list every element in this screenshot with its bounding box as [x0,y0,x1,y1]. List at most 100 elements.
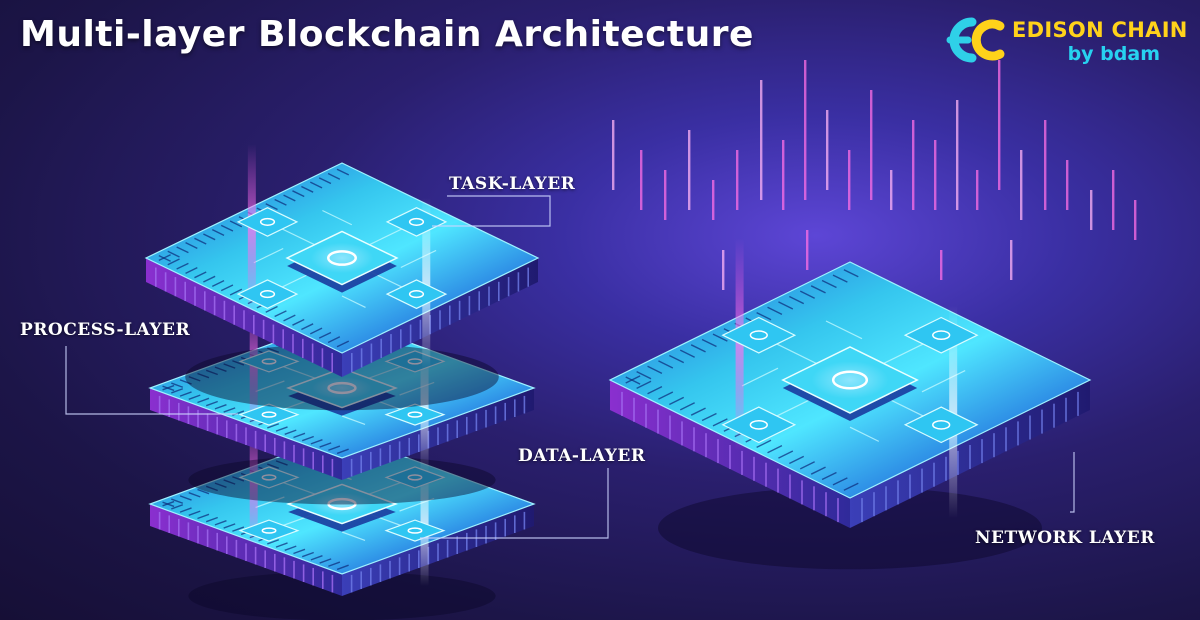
chip-edge-tick [232,476,245,482]
light-streak [722,250,725,290]
chip-edge-tick [232,526,245,532]
chip-edge-tick [229,288,243,296]
light-streak [1066,160,1069,210]
chip-edge-tick [293,432,306,439]
edison-chain-logo: EDISON CHAIN by bdam [938,12,1187,70]
chip-edge-tick [162,500,175,507]
light-streak [912,120,915,210]
chip-edge-tick [197,397,210,404]
light-streak [804,60,807,200]
ec-logo-icon [946,17,1005,63]
chip-edge-tick [301,185,314,193]
chip-edge-tick [197,488,210,495]
chip-edge-tick [843,269,859,278]
chip-edge-tick [625,376,641,385]
chip-edge-tick [789,295,805,305]
processor-ring [327,497,357,511]
chip-edge-tick [283,314,296,322]
chip-edge-tick [205,400,218,407]
chip-edge-tick [267,347,280,353]
chip-edge-tick [167,258,180,266]
chip-edge-tick [310,439,323,445]
chip-edge-tick [658,360,674,369]
chip-edge-tick [625,375,641,384]
light-beam [735,238,744,451]
chip-edge-tick [778,450,794,459]
circuit-trace [253,247,284,264]
chip-edge-tick [188,492,201,498]
light-streak [1112,170,1115,230]
chip-edge-tick [171,504,184,510]
light-streak [976,170,979,210]
satellite-chip [721,316,797,354]
chip-edge-tick [832,477,848,486]
chip-edge-tick [767,445,783,454]
process-layer-leader-line [65,346,238,415]
chip-edge-tick [319,442,332,448]
chip-edge-tick [179,507,192,513]
chip-edge-tick [756,312,772,321]
chip-edge-tick [179,379,192,385]
satellite-ring [259,217,276,226]
light-streak [806,230,809,270]
chip-edge-tick [171,382,184,388]
chip-edge-tick [669,396,685,406]
chip-edge-tick [197,372,210,379]
chip-edge-tick [310,555,323,561]
chip-edge-tick [158,254,171,262]
chip-edge-tick [679,349,695,358]
chip-edge-tick [293,548,306,555]
task-layer-chip [144,144,540,411]
chip-edge-tick [176,262,189,270]
processor-ring [327,381,357,395]
chip-edge-tick [336,564,349,571]
circuit-trace [825,320,863,340]
page-title: Multi-layer Blockchain Architecture [20,14,754,55]
chip-edge-tick [274,310,287,318]
satellite-ring [407,527,423,534]
chip-edge-tick [214,404,227,410]
chip-edge-tick [223,407,236,413]
chip-edge-tick [194,271,207,279]
chip-edge-tick [778,301,794,310]
light-streak [1044,120,1047,210]
chip-edge-tick [214,520,227,526]
satellite-chip [384,519,446,542]
chip-edge-tick [267,423,280,429]
chip-edge-tick [214,366,227,372]
satellite-chip [721,406,797,444]
light-streak [1134,200,1137,240]
satellite-ring [259,290,276,299]
light-beam [422,198,431,370]
light-streak [664,170,667,220]
chip-edge-tick [188,394,201,400]
chip-edge-tick [679,402,695,411]
processor-ring [327,250,357,266]
chip-edge-tick [767,306,783,315]
satellite-ring [749,330,768,341]
light-beam [949,305,958,519]
light-streak [1020,150,1023,220]
chip-edge-tick [821,279,837,289]
chip-edge-tick [220,224,234,232]
chip-edge-tick [319,558,332,564]
chip-edge-tick [636,371,652,380]
circuit-trace [322,209,353,226]
satellite-chip [903,406,979,444]
chip-edge-tick [203,275,216,283]
circuit-trace [849,426,880,442]
chip-edge-tick [158,254,171,262]
light-streak [956,100,959,210]
chip-edge-tick [821,471,837,481]
logo-name: EDISON CHAIN [1012,18,1188,42]
process-layer-label: PROCESS-LAYER [20,320,191,340]
circuit-trace [921,370,966,393]
light-streak [848,150,851,210]
satellite-chip [238,403,300,426]
logo-subtitle: by bdam [1067,43,1160,65]
light-streak [934,140,937,210]
chip-edge-tick [756,439,772,448]
satellite-ring [407,358,423,365]
network-layer-chip [608,238,1092,570]
satellite-chip [903,316,979,354]
